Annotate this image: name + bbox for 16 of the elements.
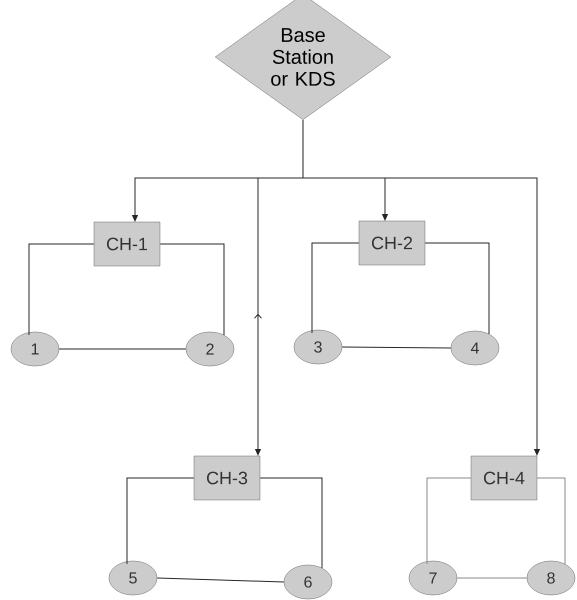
- cluster-head-box: CH-4: [470, 456, 538, 500]
- connector-line: [58, 348, 186, 350]
- connector-line: [126, 478, 194, 564]
- connector-line: [426, 478, 472, 564]
- connector-line: [342, 346, 452, 348]
- connector-line: [28, 244, 94, 336]
- cluster-head-box: CH-2: [358, 220, 426, 266]
- connector-line: [312, 242, 360, 334]
- diamond-node: Base Station or KDS: [214, 0, 392, 120]
- connector-line: [424, 242, 490, 334]
- cluster-head-box: CH-3: [194, 456, 260, 500]
- cluster-head-box: CH-1: [94, 222, 160, 266]
- connector-line: [536, 478, 566, 564]
- connector-line: [156, 578, 284, 582]
- connector-line: [160, 244, 224, 336]
- connector-line: [260, 478, 322, 568]
